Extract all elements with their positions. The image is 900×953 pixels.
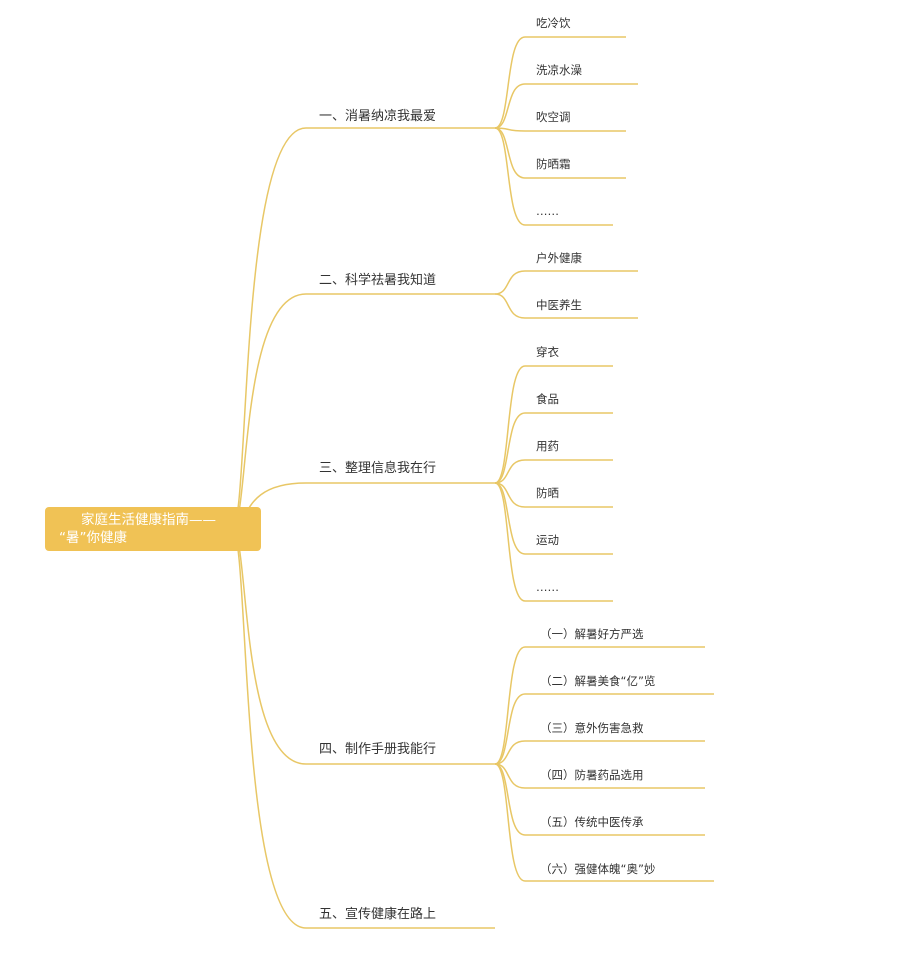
leaf-connector-4-4 bbox=[494, 763, 705, 789]
branch-1-label: 一、消暑纳凉我最爱 bbox=[319, 109, 437, 124]
root-title-line2: “暑”你健康 bbox=[59, 530, 127, 546]
leaf-connector-3-6 bbox=[494, 482, 613, 602]
leaf-connector-1-3 bbox=[494, 127, 626, 132]
leaf-connector-1-5 bbox=[494, 127, 613, 226]
leaf-3-4: 防晒 bbox=[536, 486, 559, 500]
leaf-1-1: 吃冷饮 bbox=[536, 16, 571, 30]
leaf-4-2: （二）解暑美食“亿”览 bbox=[540, 674, 656, 688]
leaf-3-5: 运动 bbox=[536, 533, 559, 547]
leaf-1-5: …… bbox=[536, 204, 559, 218]
leaf-3-3: 用药 bbox=[536, 439, 559, 453]
leaf-2-2: 中医养生 bbox=[536, 298, 582, 312]
leaf-4-4: （四）防暑药品选用 bbox=[540, 768, 644, 782]
branch-connector-2 bbox=[231, 293, 495, 530]
leaf-connector-2-1 bbox=[494, 270, 638, 295]
leaf-connector-3-3 bbox=[494, 459, 613, 484]
leaf-connector-1-2 bbox=[494, 83, 638, 129]
leaf-connector-4-1 bbox=[494, 646, 705, 765]
root-title-line1: 家庭生活健康指南—— bbox=[81, 512, 216, 528]
leaf-4-1: （一）解暑好方严选 bbox=[540, 627, 644, 641]
leaf-4-5: （五）传统中医传承 bbox=[540, 815, 644, 829]
leaf-connector-4-3 bbox=[494, 740, 705, 765]
branch-4-label: 四、制作手册我能行 bbox=[319, 742, 437, 757]
leaf-1-2: 洗凉水澡 bbox=[536, 63, 582, 77]
branch-2-label: 二、科学祛暑我知道 bbox=[319, 273, 437, 288]
leaf-1-4: 防晒霜 bbox=[536, 157, 571, 171]
leaf-4-6: （六）强健体魄“奥”妙 bbox=[540, 862, 656, 876]
branch-connector-3 bbox=[231, 482, 495, 530]
leaf-3-1: 穿衣 bbox=[536, 345, 559, 359]
branch-connector-1 bbox=[231, 127, 495, 530]
leaf-connector-3-2 bbox=[494, 412, 613, 484]
branch-connector-5 bbox=[231, 528, 495, 929]
leaf-3-6: …… bbox=[536, 580, 559, 594]
leaf-connector-3-4 bbox=[494, 482, 613, 508]
branch-3-label: 三、整理信息我在行 bbox=[319, 461, 437, 476]
leaf-connector-3-1 bbox=[494, 365, 613, 484]
leaf-connector-4-6 bbox=[494, 763, 714, 882]
leaf-connector-4-2 bbox=[494, 693, 714, 765]
leaf-4-3: （三）意外伤害急救 bbox=[540, 721, 644, 735]
leaf-1-3: 吹空调 bbox=[536, 110, 571, 124]
branch-5-label: 五、宣传健康在路上 bbox=[319, 907, 437, 922]
leaf-3-2: 食品 bbox=[536, 392, 559, 406]
leaf-connector-1-4 bbox=[494, 127, 626, 179]
leaf-connector-1-1 bbox=[494, 36, 626, 129]
root-node: 家庭生活健康指南—— “暑”你健康 bbox=[45, 507, 261, 551]
branch-connector-4 bbox=[231, 528, 495, 765]
leaf-connector-2-2 bbox=[494, 293, 638, 319]
leaf-2-1: 户外健康 bbox=[536, 251, 582, 265]
